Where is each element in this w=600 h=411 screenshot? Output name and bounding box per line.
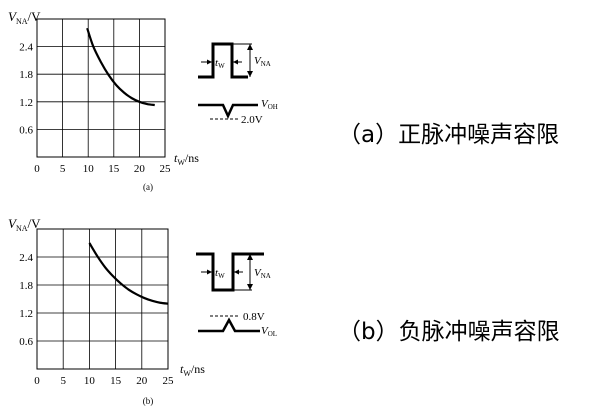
plot-a: 0 5 10 15 20 25 0.6 1.2 1.8 2.4 xyxy=(19,18,172,175)
y-tick-label-a: 1.2 xyxy=(19,97,33,109)
plot-b: 0 5 10 15 20 25 0.6 1.2 1.8 2.4 xyxy=(19,228,175,387)
series-line-b xyxy=(88,242,169,305)
x-tick-label-a: 0 xyxy=(34,163,40,175)
x-tick-label-b: 15 xyxy=(110,375,122,387)
x-tick-label-b: 10 xyxy=(84,375,96,387)
x-tick-label-a: 10 xyxy=(83,163,95,175)
output-waveform-b xyxy=(198,315,260,333)
x-axis-label-b: tW/ns xyxy=(180,362,205,378)
x-tick-label-a: 15 xyxy=(108,163,120,175)
y-tick-label-b: 1.8 xyxy=(19,280,33,292)
y-axis-label-a: VNA/V xyxy=(8,9,41,26)
y-tick-label-b: 0.6 xyxy=(19,336,33,348)
series-line-a xyxy=(86,27,155,107)
x-tick-label-a: 5 xyxy=(60,163,66,175)
pulse-width-label-b: tW xyxy=(215,267,225,280)
x-tick-label-a: 25 xyxy=(160,163,172,175)
y-tick-label-a: 2.4 xyxy=(19,42,33,54)
level-label-a: VOH xyxy=(261,98,278,111)
caption-b: （b）负脉冲噪声容限 xyxy=(338,319,560,345)
pulse-diagram-b xyxy=(196,252,264,292)
ref-level-label-b: 0.8V xyxy=(243,311,265,323)
panel-tag-b: (b) xyxy=(143,396,154,406)
amplitude-label-a: VNA xyxy=(254,55,271,68)
level-label-b: VOL xyxy=(261,325,277,338)
y-tick-label-b: 1.2 xyxy=(19,308,33,320)
y-tick-label-a: 0.6 xyxy=(19,124,33,136)
panel-b: 0 5 10 15 20 25 0.6 1.2 1.8 2.4 VNA/V tW/ns (b) t… xyxy=(8,216,560,406)
x-tick-label-b: 20 xyxy=(136,375,148,387)
panel-tag-a: (a) xyxy=(143,182,153,192)
x-tick-label-b: 25 xyxy=(163,375,175,387)
x-axis-label-a: tW/ns xyxy=(174,151,199,167)
y-axis-label-b: VNA/V xyxy=(8,216,41,233)
x-tick-label-b: 0 xyxy=(34,375,40,387)
panel-a: 0 5 10 15 20 25 0.6 1.2 1.8 2.4 VNA/V tW/ns (a) t… xyxy=(8,9,559,192)
x-tick-label-b: 5 xyxy=(60,375,66,387)
pulse-diagram-a xyxy=(198,42,253,79)
x-tick-label-a: 20 xyxy=(134,163,146,175)
pulse-width-label-a: tW xyxy=(215,57,225,70)
output-waveform-a xyxy=(198,103,258,120)
amplitude-label-b: VNA xyxy=(254,267,271,280)
caption-a: （a）正脉冲噪声容限 xyxy=(338,122,559,148)
y-tick-label-b: 2.4 xyxy=(19,252,33,264)
plot-frame-a xyxy=(36,18,166,158)
y-tick-label-a: 1.8 xyxy=(19,69,33,81)
ref-level-label-a: 2.0V xyxy=(241,114,263,126)
